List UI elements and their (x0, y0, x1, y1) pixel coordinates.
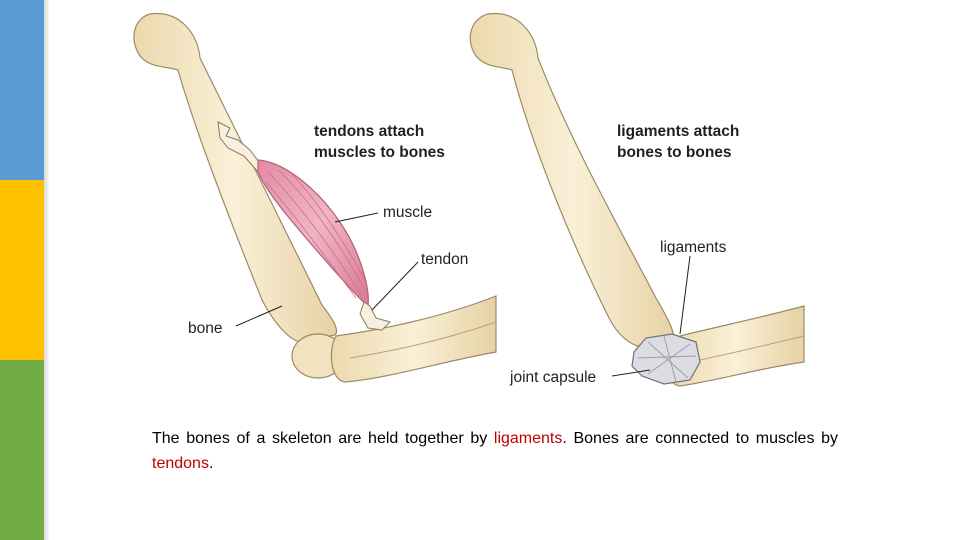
right-forearm-edge (689, 335, 805, 363)
caption-part3: by (814, 430, 839, 447)
left-muscle-fibers (265, 169, 366, 299)
left-forearm (330, 295, 497, 383)
right-arm-illustration: ligaments attach bones to bones ligament… (469, 13, 805, 387)
sidebar-stripe-blue (0, 0, 44, 180)
label-muscle: muscle (383, 204, 432, 221)
sidebar-stripe-yellow (0, 180, 44, 360)
tendon-pointer-line (371, 261, 419, 311)
left-heading-line2: muscles to bones (314, 144, 445, 161)
right-joint-capsule (631, 333, 701, 385)
right-heading-line1: ligaments attach (617, 123, 739, 140)
sidebar-stripe-green (0, 360, 44, 540)
muscle-pointer-line (334, 212, 379, 223)
left-humerus (133, 13, 338, 343)
left-heading-line1: tendons attach (314, 123, 424, 140)
caption-keyword-tendons: tendons (152, 455, 209, 472)
left-arm-illustration: tendons attach muscles to bones muscle t… (133, 13, 497, 383)
right-ligament-strands (637, 335, 697, 383)
caption-part1: The bones of a skeleton are held togethe… (152, 430, 494, 447)
label-tendon: tendon (421, 251, 468, 268)
caption-keyword-muscles: muscles (755, 430, 815, 447)
joint-capsule-pointer-line (611, 369, 651, 377)
bone-pointer-line (235, 305, 283, 327)
caption-keyword-ligaments: ligaments (493, 430, 563, 447)
label-joint-capsule: joint capsule (509, 369, 596, 386)
label-bone: bone (188, 320, 222, 337)
left-lower-tendon (359, 301, 391, 331)
sidebar-shadow (44, 0, 50, 540)
caption-text: The bones of a skeleton are held togethe… (152, 426, 838, 476)
right-heading-line2: bones to bones (617, 144, 732, 161)
label-ligaments: ligaments (660, 239, 727, 256)
left-forearm-edge (349, 321, 497, 359)
right-humerus (469, 13, 676, 349)
caption-part2: . Bones are connected to (562, 430, 756, 447)
caption-part4: . (208, 455, 214, 472)
ligaments-pointer-line (679, 255, 691, 335)
